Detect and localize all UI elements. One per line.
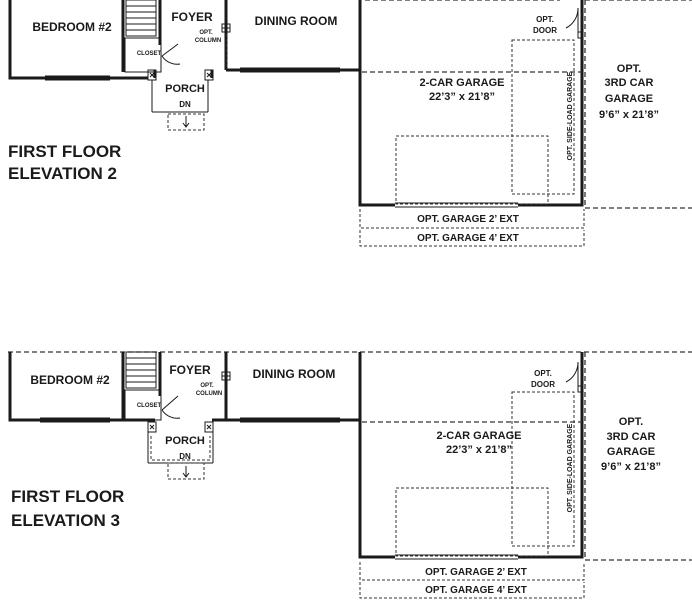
garage-label: 2-CAR GARAGE [437, 430, 522, 442]
opt-door-icon [565, 7, 583, 39]
third-garage-label-line3: GARAGE [607, 446, 655, 458]
garage-label: 2-CAR GARAGE [420, 77, 505, 89]
window [240, 417, 340, 423]
opt-column-icon [221, 371, 231, 381]
garage-dimensions: 22’3” x 21’8” [446, 444, 512, 456]
third-garage-dimensions: 9’6” x 21’8” [601, 461, 661, 473]
plan-elevation-2: BEDROOM #2 FOYER DINING ROOM CLOSET OPT.… [8, 0, 692, 247]
side-load-garage-label: OPT. SIDE-LOAD GARAGE [567, 423, 574, 512]
opt-door-label-line2: DOOR [531, 380, 555, 389]
third-garage-dimensions: 9’6” x 21’8” [599, 109, 659, 121]
opt-column-label-line2: COLUMN [195, 38, 221, 44]
floor-title-line1: FIRST FLOOR [8, 142, 121, 161]
stairs [125, 0, 157, 37]
window [40, 417, 110, 423]
garage-side-area [511, 391, 575, 547]
stairs [125, 351, 157, 389]
closet-outline [124, 37, 162, 73]
third-garage-outline [584, 352, 692, 561]
garage-vehicle-area [395, 487, 549, 557]
opt-door-label-line1: OPT. [534, 369, 552, 378]
garage-2ft-ext-outline [359, 209, 585, 229]
third-garage-label-line2: 3RD CAR [605, 77, 654, 89]
porch-label: PORCH [165, 435, 205, 447]
window [45, 75, 110, 81]
garage-2ft-ext-label: OPT. GARAGE 2’ EXT [425, 567, 527, 578]
foyer-label: FOYER [169, 363, 211, 377]
garage-door-track [395, 554, 518, 560]
side-load-garage-label: OPT. SIDE-LOAD GARAGE [567, 71, 574, 160]
bedroom-label: BEDROOM #2 [32, 20, 112, 34]
opt-door-label-line2: DOOR [533, 26, 557, 35]
garage-4ft-ext-outline [359, 230, 585, 247]
floor-title-line1: FIRST FLOOR [11, 487, 124, 506]
third-garage-label-line2: 3RD CAR [607, 431, 656, 443]
bedroom-label: BEDROOM #2 [30, 373, 110, 387]
opt-door-icon [565, 361, 583, 393]
dining-room-label: DINING ROOM [253, 367, 336, 381]
garage-2ft-ext-label: OPT. GARAGE 2’ EXT [417, 214, 519, 225]
floor-title-line2: ELEVATION 3 [11, 511, 120, 530]
garage-door-track [395, 202, 518, 208]
garage-wall [358, 0, 584, 207]
porch-steps [167, 113, 205, 131]
closet-outline [124, 389, 162, 421]
third-garage-outline [584, 0, 692, 209]
closet-label: CLOSET [137, 403, 162, 409]
door-swing [161, 43, 181, 65]
garage-4ft-ext-label: OPT. GARAGE 4’ EXT [417, 233, 519, 244]
third-garage-label-line3: GARAGE [605, 93, 653, 105]
opt-column-label-line1: OPT. [200, 383, 214, 389]
door-swing [161, 395, 181, 419]
third-garage-label-line1: OPT. [619, 416, 643, 428]
opt-door-label-line1: OPT. [536, 15, 554, 24]
garage-vehicle-area [395, 135, 549, 205]
garage-dimensions: 22’3” x 21’8” [429, 91, 495, 103]
floor-title-line2: ELEVATION 2 [8, 164, 117, 183]
garage-side-area [511, 39, 575, 195]
plan-elevation-3: BEDROOM #2 FOYER DINING ROOM CLOSET OPT.… [8, 351, 692, 599]
house-outer-wall [8, 0, 362, 80]
closet-label: CLOSET [137, 51, 162, 57]
opt-column-icon [221, 23, 231, 33]
porch-steps [167, 462, 205, 480]
dn-label: DN [179, 100, 191, 109]
opt-column-label-line2: COLUMN [196, 391, 222, 397]
third-garage-label-line1: OPT. [617, 63, 641, 75]
opt-column-label-line1: OPT. [199, 30, 213, 36]
foyer-label: FOYER [171, 10, 213, 24]
porch-outline [147, 69, 214, 113]
window [240, 67, 340, 73]
garage-2ft-ext-outline [359, 562, 585, 581]
porch-label: PORCH [165, 83, 205, 95]
garage-4ft-ext-outline [359, 582, 585, 599]
dining-room-label: DINING ROOM [255, 14, 338, 28]
garage-wall [358, 352, 584, 559]
dn-label: DN [179, 452, 191, 461]
garage-4ft-ext-label: OPT. GARAGE 4’ EXT [425, 585, 527, 596]
